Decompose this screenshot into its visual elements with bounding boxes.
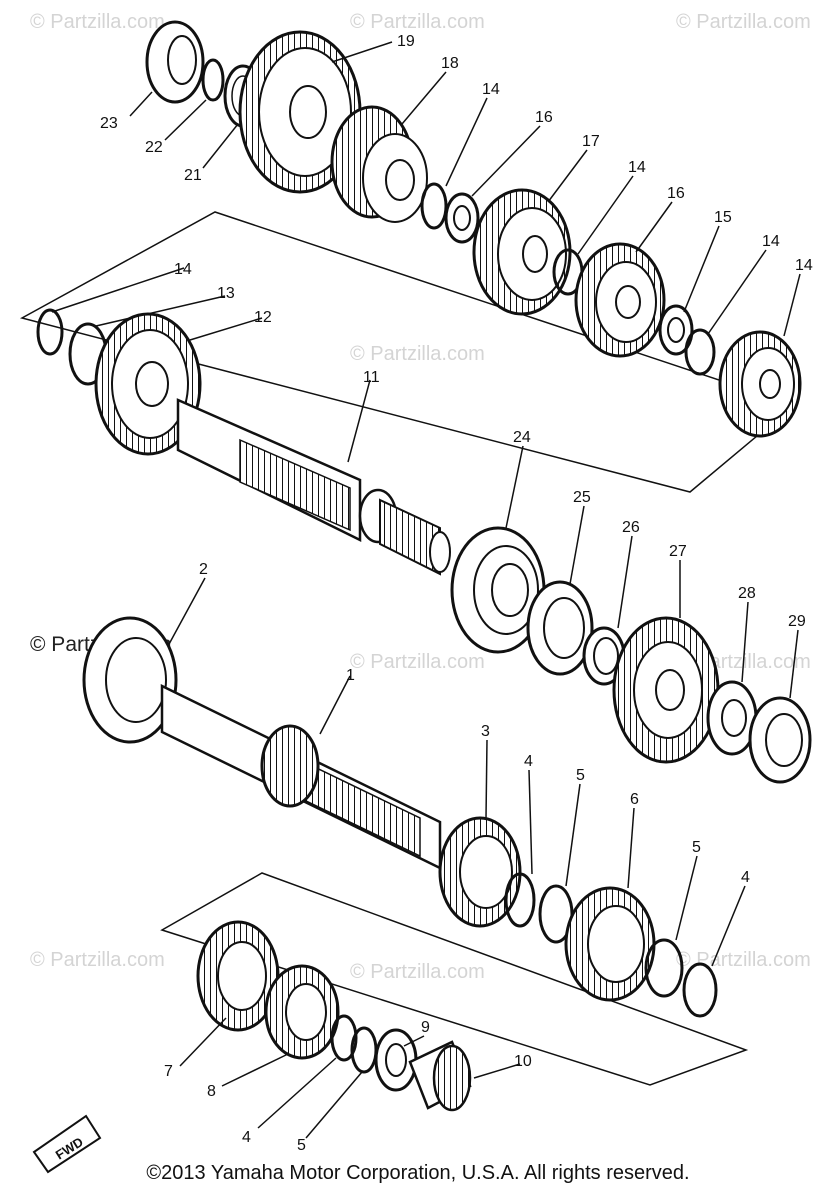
leader-lines <box>51 41 801 1139</box>
circlip-14d <box>36 308 64 356</box>
circlip-14a <box>420 182 448 230</box>
callout-24: 24 <box>513 429 531 446</box>
gear-19 <box>330 105 428 223</box>
callout-14: 14 <box>628 159 646 176</box>
callout-27: 27 <box>669 543 687 560</box>
callout-13: 13 <box>217 285 235 302</box>
callout-3: 3 <box>481 723 490 740</box>
watermark-text: © Partzilla.com <box>350 11 485 33</box>
gear-18 <box>472 188 572 316</box>
callout-19: 18 <box>441 55 459 72</box>
nut-29 <box>748 696 812 784</box>
oil-seal-25 <box>526 580 594 676</box>
gear-15 <box>718 330 802 438</box>
watermark-text: © Partzilla.com <box>30 949 165 971</box>
watermark-text: © Partzilla.com <box>30 11 165 33</box>
callout-14: 14 <box>174 261 192 278</box>
gear-6 <box>564 886 656 1002</box>
callout-12: 12 <box>254 309 272 326</box>
watermark-text: © Partzilla.com <box>676 949 811 971</box>
washer-5b <box>644 938 684 998</box>
watermark-text: © Partzilla.com <box>350 651 485 673</box>
callout-16: 15 <box>714 209 732 226</box>
callout-5: 5 <box>297 1137 306 1154</box>
callout-5: 5 <box>576 767 585 784</box>
callout-labels: 19 18 14 16 17 14 16 15 14 14 23 22 21 1… <box>100 33 813 1154</box>
callout-22: 22 <box>145 139 163 156</box>
callout-25: 25 <box>573 489 591 506</box>
watermark-text: © Partzilla.com <box>350 961 485 983</box>
lower-gear-group-outline <box>160 872 749 1086</box>
watermark-text: © Partzilla.com <box>350 343 485 365</box>
callout-11: 11 <box>363 369 380 386</box>
circlip-4b <box>682 962 718 1018</box>
fwd-direction-arrow: FWD <box>32 1114 102 1174</box>
gear-7 <box>196 920 280 1032</box>
copyright-notice: ©2013 Yamaha Motor Corporation, U.S.A. A… <box>146 1162 690 1184</box>
callout-8: 8 <box>207 1083 216 1100</box>
main-axle-11 <box>176 398 451 576</box>
callout-18: 17 <box>582 133 600 150</box>
callout-4: 4 <box>242 1129 251 1146</box>
circlip-14c <box>684 328 716 376</box>
callout-1: 1 <box>346 667 355 684</box>
gear-20 <box>238 30 362 194</box>
watermark-text: © Partzilla.com <box>676 11 811 33</box>
callout-2: 2 <box>199 561 208 578</box>
callout-5: 5 <box>692 839 701 856</box>
drive-axle-1 <box>160 683 442 871</box>
callout-29: 29 <box>788 613 806 630</box>
callout-17: 16 <box>667 185 685 202</box>
gear-8 <box>264 964 340 1060</box>
gear-17 <box>574 242 666 358</box>
bearing-10 <box>408 1040 472 1112</box>
circlip-4a <box>504 872 536 928</box>
gear-3 <box>438 816 522 928</box>
callout-4: 4 <box>741 869 750 886</box>
bearing-23 <box>145 20 205 104</box>
callout-10: 10 <box>514 1053 532 1070</box>
callout-4: 4 <box>524 753 533 770</box>
washer-22 <box>201 58 225 102</box>
callout-6: 6 <box>630 791 639 808</box>
bearing-2 <box>82 616 178 744</box>
callout-9: 9 <box>421 1019 430 1036</box>
callout-15: 14 <box>795 257 813 274</box>
callout-23: 23 <box>100 115 118 132</box>
callout-21: 21 <box>184 167 202 184</box>
lock-washer-28 <box>706 680 758 756</box>
callout-28: 28 <box>738 585 756 602</box>
washer-16b <box>658 304 694 356</box>
gear-12 <box>94 312 202 456</box>
circlip-4c <box>330 1014 358 1062</box>
callout-20: 19 <box>397 33 415 50</box>
callout-26: 26 <box>622 519 640 536</box>
washer-16a <box>444 192 480 244</box>
callout-16: 16 <box>535 109 553 126</box>
washer-9 <box>374 1028 418 1092</box>
collar-26 <box>582 626 626 686</box>
callout-14: 14 <box>482 81 500 98</box>
sprocket-27 <box>612 616 720 764</box>
bearing-24 <box>450 526 546 654</box>
callout-14: 14 <box>762 233 780 250</box>
callout-7: 7 <box>164 1063 173 1080</box>
